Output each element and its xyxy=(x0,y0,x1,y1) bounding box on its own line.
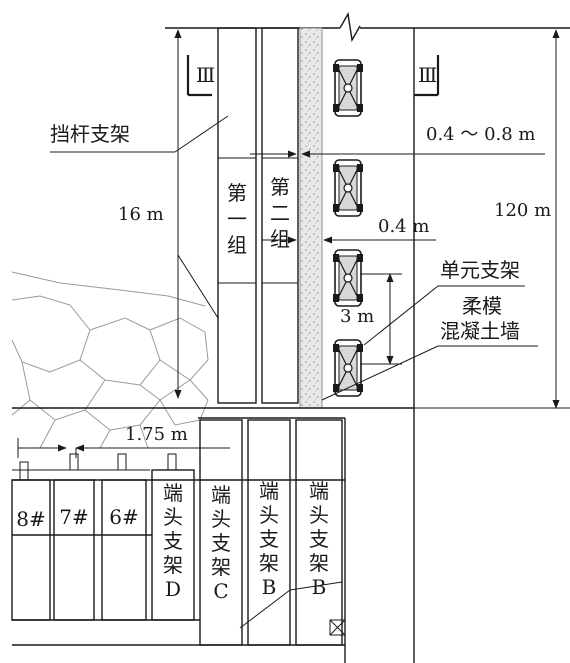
dim-04m: 0.4 m xyxy=(262,216,436,244)
flexible-wall-label-line2: 混凝土墙 xyxy=(440,319,520,343)
end-support-2-char-4: 架 xyxy=(211,555,231,579)
unit-support-label: 单元支架 xyxy=(440,258,520,282)
unit-support-leader-diag xyxy=(363,285,439,346)
end-support-3-char-1: 端 xyxy=(259,479,279,503)
section-mark-left-text: Ⅲ xyxy=(196,63,215,87)
dim-175m-text: 1.75 m xyxy=(125,424,188,445)
flexible-concrete-wall xyxy=(299,27,323,409)
flexible-wall-leader-diag xyxy=(321,345,439,401)
end-support-1-char-5: D xyxy=(165,577,181,601)
retaining-support-label: 挡杆支架 xyxy=(50,122,130,146)
section-mark-left: Ⅲ xyxy=(186,55,215,97)
svg-text:组: 组 xyxy=(270,227,290,251)
unit-support-2 xyxy=(333,159,363,217)
end-support-1-char-3: 支 xyxy=(163,529,183,553)
group2-support-column xyxy=(261,27,299,404)
end-support-4-char-3: 支 xyxy=(309,527,329,551)
goaf-edge-line xyxy=(177,254,219,319)
section-mark-right: Ⅲ xyxy=(414,55,440,97)
top-boundary xyxy=(165,11,570,43)
end-support-2-char-5: C xyxy=(213,579,228,603)
dim-175m: 1.75 m xyxy=(17,424,230,458)
end-support-3-char-3: 支 xyxy=(259,527,279,551)
end-support-2-char-1: 端 xyxy=(211,483,231,507)
end-support-3-char-5: B xyxy=(262,575,277,599)
dim-120m: 120 m xyxy=(414,29,570,409)
support-7-label: 7# xyxy=(59,505,88,529)
group1-support-column xyxy=(217,27,257,404)
group2-label: 第 二 组 xyxy=(270,175,290,251)
end-support-3-char-4: 架 xyxy=(259,551,279,575)
unit-supports xyxy=(333,59,363,397)
end-support-4-char-4: 架 xyxy=(309,551,329,575)
end-support-4-char-1: 端 xyxy=(309,479,329,503)
svg-text:一: 一 xyxy=(227,207,247,231)
dim-16m-text: 16 m xyxy=(118,204,164,225)
end-support-1-char-2: 头 xyxy=(163,505,183,529)
dim-04-08m-text: 0.4 ～ 0.8 m xyxy=(426,124,536,145)
svg-text:第: 第 xyxy=(227,181,247,205)
end-support-2-char-2: 头 xyxy=(211,507,231,531)
unit-support-4 xyxy=(333,339,363,397)
end-support-4-char-2: 头 xyxy=(309,503,329,527)
dim-16m: 16 m xyxy=(118,29,182,399)
dim-3m: 3 m xyxy=(340,273,402,365)
svg-text:第: 第 xyxy=(270,175,290,199)
end-support-3-char-2: 头 xyxy=(259,503,279,527)
numbered-supports: 8# 7# 6# xyxy=(11,453,177,621)
end-support-1-char-1: 端 xyxy=(163,481,183,505)
unit-support-3 xyxy=(333,249,363,307)
support-6-label: 6# xyxy=(109,505,138,529)
dim-04m-text: 0.4 m xyxy=(378,216,429,237)
goaf-rock-region xyxy=(11,271,209,449)
dim-120m-text: 120 m xyxy=(494,200,551,221)
end-support-4-char-5: B xyxy=(312,575,327,599)
end-support-2-char-3: 支 xyxy=(211,531,231,555)
end-support-1-char-4: 架 xyxy=(163,553,183,577)
dim-04-08m: 0.4 ～ 0.8 m xyxy=(250,124,545,158)
section-mark-right-text: Ⅲ xyxy=(418,63,437,87)
flexible-wall-label-line1: 柔模 xyxy=(462,294,502,318)
unit-support-1 xyxy=(333,59,363,117)
dim-3m-text: 3 m xyxy=(340,306,374,327)
end-supports xyxy=(151,419,346,646)
svg-text:二: 二 xyxy=(270,201,290,225)
support-8-label: 8# xyxy=(16,507,45,531)
svg-text:组: 组 xyxy=(227,233,247,257)
retaining-support-leader-diag xyxy=(174,115,229,153)
group1-label: 第 一 组 xyxy=(227,181,247,257)
